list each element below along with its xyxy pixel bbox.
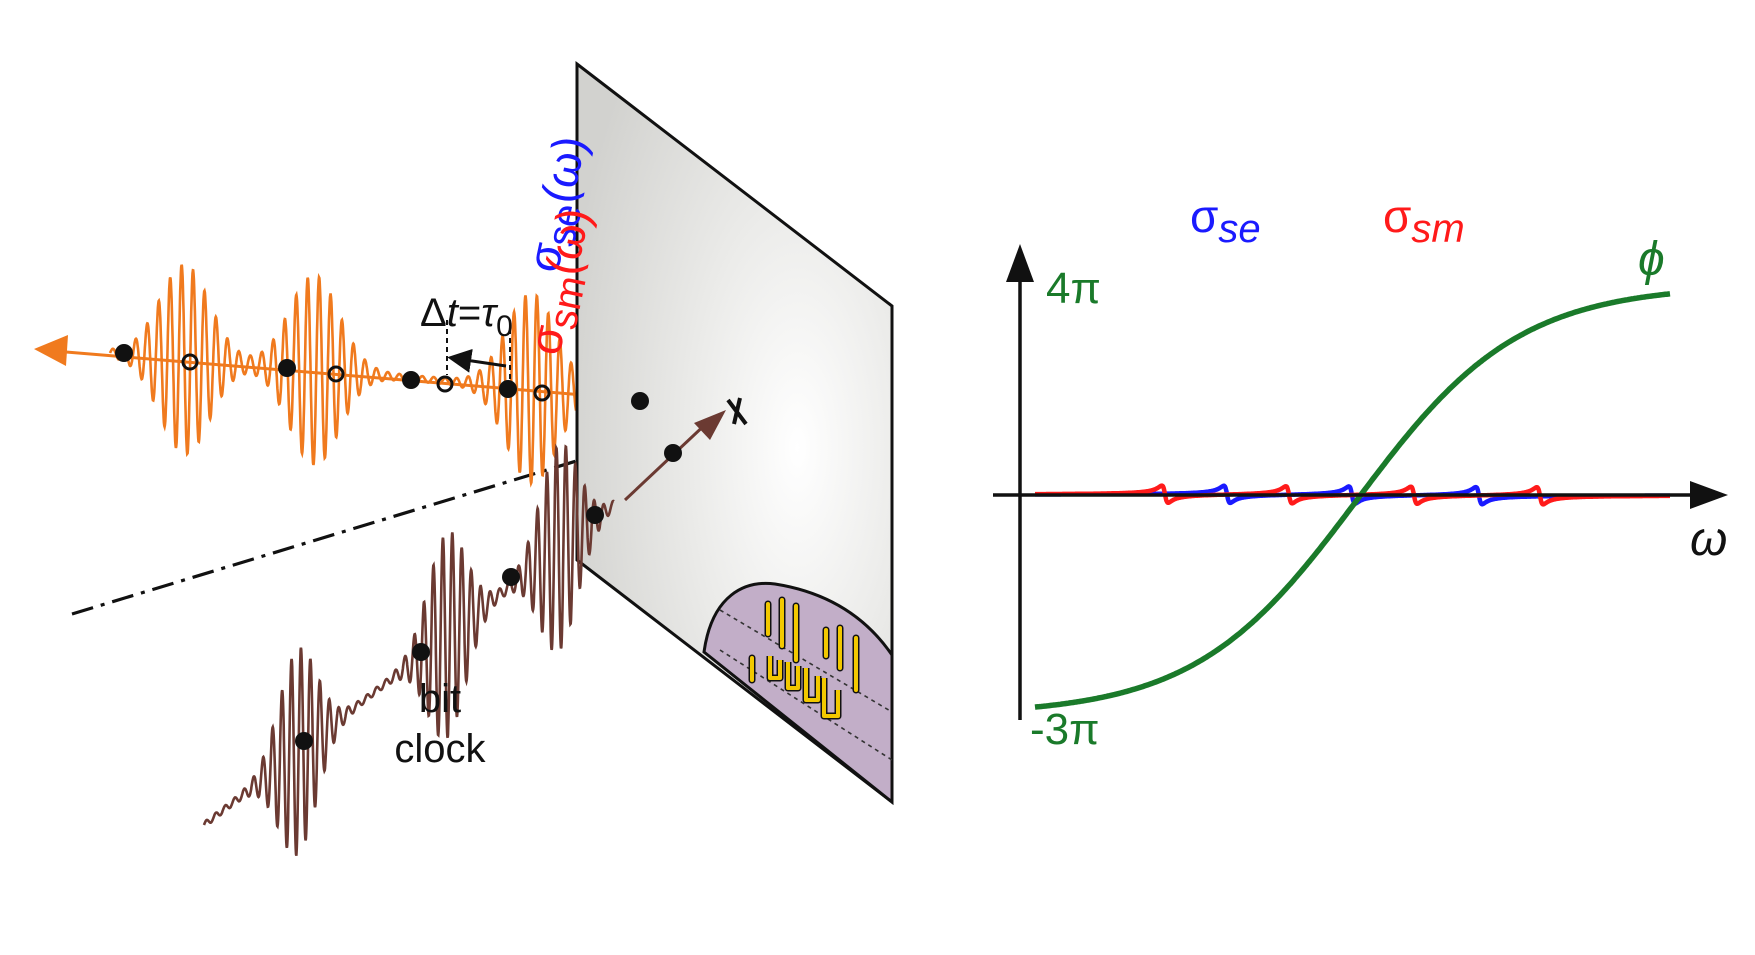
series-label-sigma-sm: σsm bbox=[1383, 190, 1465, 251]
delayed-bit-ring bbox=[533, 384, 551, 402]
clock-dot bbox=[586, 506, 604, 524]
input-arrow-head bbox=[694, 410, 726, 440]
meta-atoms bbox=[748, 596, 860, 720]
meta-atom-u bbox=[768, 656, 782, 680]
optical-axis-dashdot bbox=[71, 413, 729, 616]
left-panel: σse(ω) σsm(ω) Δt=τ0 bit clock bbox=[34, 60, 894, 856]
y-bottom-label: -3π bbox=[1030, 705, 1099, 754]
series-label-sigma-se: σse bbox=[1190, 190, 1261, 251]
delayed-bit-ring bbox=[181, 353, 199, 371]
meta-atom-region bbox=[702, 581, 894, 806]
clock-dot bbox=[631, 392, 649, 410]
clock-label-clock: clock bbox=[394, 727, 486, 771]
clock-dot bbox=[278, 359, 296, 377]
impact-cross bbox=[726, 397, 748, 426]
right-panel-chart: 4π -3π ω ϕ σse σsm bbox=[993, 190, 1728, 754]
clock-dot bbox=[412, 643, 430, 661]
y-top-label: 4π bbox=[1046, 264, 1101, 313]
delay-arrow bbox=[447, 348, 507, 373]
screen-label-sigma-se: σse(ω) bbox=[516, 131, 604, 278]
chart-curves bbox=[1033, 291, 1672, 710]
clock-dot bbox=[664, 444, 682, 462]
meta-atom-u bbox=[786, 662, 800, 690]
clock-dot bbox=[115, 344, 133, 362]
meta-atom-u bbox=[822, 678, 840, 718]
bit-markers bbox=[115, 344, 682, 750]
output-arrow-head bbox=[34, 335, 68, 366]
x-axis-label: ω bbox=[1690, 513, 1727, 566]
clock-dot bbox=[499, 380, 517, 398]
input-pulse-train bbox=[202, 443, 615, 856]
delayed-bit-ring bbox=[436, 375, 454, 393]
output-pulse-train bbox=[108, 264, 578, 488]
clock-dot bbox=[402, 371, 420, 389]
input-pulse-waveform bbox=[202, 443, 615, 856]
meta-atom-u bbox=[804, 668, 820, 702]
clock-dot bbox=[502, 568, 520, 586]
delay-label: Δt=τ0 bbox=[420, 291, 513, 343]
phase-curve bbox=[1034, 291, 1671, 710]
x-axis-arrow bbox=[1690, 481, 1728, 509]
delayed-bit-ring bbox=[327, 365, 345, 383]
output-pulse-waveform bbox=[108, 264, 578, 488]
clock-dot bbox=[295, 732, 313, 750]
y-axis-arrow bbox=[1006, 244, 1034, 282]
clock-label-bit: bit bbox=[419, 677, 461, 721]
phase-label: ϕ bbox=[1638, 233, 1665, 286]
meta-guide-line-1 bbox=[719, 609, 893, 713]
